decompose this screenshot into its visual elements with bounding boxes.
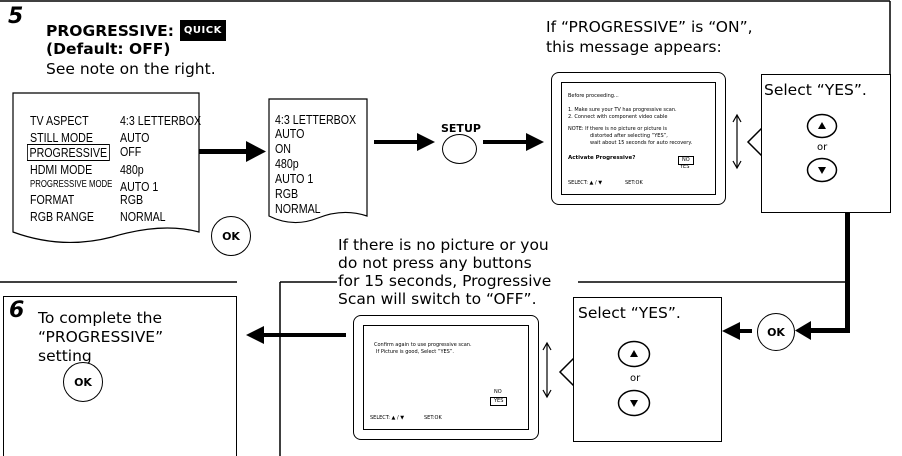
step6-line2: “PROGRESSIVE” bbox=[38, 328, 164, 346]
select-yes-bottom-label: Select “YES”. bbox=[578, 304, 681, 322]
menu-right-value: ON bbox=[275, 141, 291, 156]
no-picture-line2: do not press any buttons bbox=[338, 254, 532, 272]
menu-left-label: FORMAT bbox=[30, 192, 75, 207]
tv-screen-2: Confirm again to use progressive scan. I… bbox=[353, 315, 539, 440]
tv-screen-2-display: Confirm again to use progressive scan. I… bbox=[363, 325, 529, 430]
message-caption-line2: this message appears: bbox=[546, 38, 722, 56]
down-arrow-button-top[interactable] bbox=[806, 157, 838, 183]
s1-line1: Before proceeding... bbox=[568, 93, 619, 99]
quick-badge: QUICK bbox=[179, 20, 226, 41]
no-picture-line4: Scan will switch to “OFF”. bbox=[338, 290, 537, 308]
tv-screen-1: Before proceeding... 1. Make sure your T… bbox=[551, 72, 726, 205]
menu-card-left bbox=[12, 92, 200, 244]
ok-button-step5[interactable]: OK bbox=[211, 216, 251, 256]
menu-left-label: HDMI MODE bbox=[30, 162, 93, 177]
menu-left-value: AUTO 1 bbox=[120, 179, 159, 194]
arrow-to-step6 bbox=[246, 326, 346, 344]
step5-number: 5 bbox=[8, 4, 24, 29]
step5-title: PROGRESSIVE: QUICK bbox=[46, 20, 226, 41]
menu-right-value: 480p bbox=[275, 156, 299, 171]
step5-title-text: PROGRESSIVE: bbox=[46, 22, 174, 40]
menu-left-label: TV ASPECT bbox=[30, 113, 89, 128]
menu-left-value: RGB bbox=[120, 192, 144, 207]
message-caption-line1: If “PROGRESSIVE” is “ON”, bbox=[546, 18, 753, 36]
up-arrow-button-top[interactable] bbox=[806, 113, 838, 139]
up-arrow-button-bottom[interactable] bbox=[617, 340, 651, 368]
s2-line2: If Picture is good, Select “YES”. bbox=[376, 349, 455, 355]
s1-option-yes[interactable]: YES bbox=[680, 164, 690, 170]
menu-right-value: AUTO 1 bbox=[275, 171, 314, 186]
ok-button-step6[interactable]: OK bbox=[63, 362, 103, 402]
menu-card-right bbox=[268, 98, 368, 224]
s1-footer-set: SET:OK bbox=[625, 180, 643, 186]
arrow-ok-to-select bbox=[722, 322, 752, 340]
menu-left-value: NORMAL bbox=[120, 209, 166, 224]
s1-prompt: Activate Progressive? bbox=[568, 155, 636, 161]
menu-right-value: RGB bbox=[275, 186, 299, 201]
menu-left-value: AUTO bbox=[120, 130, 150, 145]
s1-note2: distorted after selecting “YES”, bbox=[590, 133, 668, 139]
s2-footer-select: SELECT: ▲ / ▼ bbox=[370, 415, 405, 421]
menu-left-value: 480p bbox=[120, 162, 144, 177]
no-picture-line1: If there is no picture or you bbox=[338, 236, 549, 254]
connector-down-arrow bbox=[795, 213, 850, 340]
s1-footer-select: SELECT: ▲ / ▼ bbox=[568, 180, 603, 186]
or-top: or bbox=[817, 142, 828, 153]
arrow-to-setup bbox=[374, 133, 435, 151]
step6-panel bbox=[3, 296, 237, 456]
menu-left-label: PROGRESSIVE bbox=[27, 144, 110, 161]
step5-default: (Default: OFF) bbox=[46, 40, 171, 58]
menu-left-value: OFF bbox=[120, 144, 142, 159]
menu-change-arrow bbox=[196, 141, 266, 162]
s2-line1: Confirm again to use progressive scan. bbox=[374, 342, 472, 348]
setup-button[interactable] bbox=[442, 134, 477, 164]
callout-pointer-top bbox=[746, 127, 763, 157]
s2-option-yes[interactable]: YES bbox=[490, 397, 508, 406]
arrow-to-screen bbox=[483, 133, 544, 151]
or-bottom: or bbox=[630, 373, 641, 384]
menu-left-label: PROGRESSIVE MODE bbox=[30, 179, 113, 190]
s2-option-no[interactable]: NO bbox=[494, 389, 502, 395]
step6-line1: To complete the bbox=[38, 309, 163, 327]
s1-line3: 2. Connect with component video cable bbox=[568, 114, 668, 120]
menu-right-value: AUTO bbox=[275, 126, 305, 141]
s1-line2: 1. Make sure your TV has progressive sca… bbox=[568, 107, 677, 113]
menu-left-label: STILL MODE bbox=[30, 130, 93, 145]
ok-button-right[interactable]: OK bbox=[757, 313, 795, 351]
step6-number: 6 bbox=[9, 298, 25, 323]
step6-line3: setting bbox=[38, 347, 92, 365]
setup-label: SETUP bbox=[441, 122, 481, 135]
s2-footer-set: SET:OK bbox=[424, 415, 442, 421]
select-yes-panel-top: Select “YES”. or bbox=[761, 74, 891, 213]
no-picture-line3: for 15 seconds, Progressive bbox=[338, 272, 552, 290]
updown-arrow-top bbox=[732, 113, 742, 170]
menu-right-value: NORMAL bbox=[275, 201, 321, 216]
updown-arrow-bottom bbox=[542, 341, 552, 399]
menu-right-value: 4:3 LETTERBOX bbox=[275, 112, 357, 127]
callout-pointer-bottom bbox=[558, 357, 575, 387]
select-yes-panel-bottom: Select “YES”. or bbox=[573, 297, 722, 442]
s1-note1: NOTE: If there is no picture or picture … bbox=[568, 126, 668, 132]
menu-left-value: 4:3 LETTERBOX bbox=[120, 113, 202, 128]
s1-option-no[interactable]: NO bbox=[678, 156, 694, 165]
menu-left-label: RGB RANGE bbox=[30, 209, 94, 224]
tv-screen-1-display: Before proceeding... 1. Make sure your T… bbox=[561, 82, 716, 195]
select-yes-top-label: Select “YES”. bbox=[764, 81, 867, 99]
s1-note3: wait about 15 seconds for auto recovery. bbox=[590, 140, 693, 146]
down-arrow-button-bottom[interactable] bbox=[617, 389, 651, 417]
step5-note: See note on the right. bbox=[46, 60, 216, 78]
